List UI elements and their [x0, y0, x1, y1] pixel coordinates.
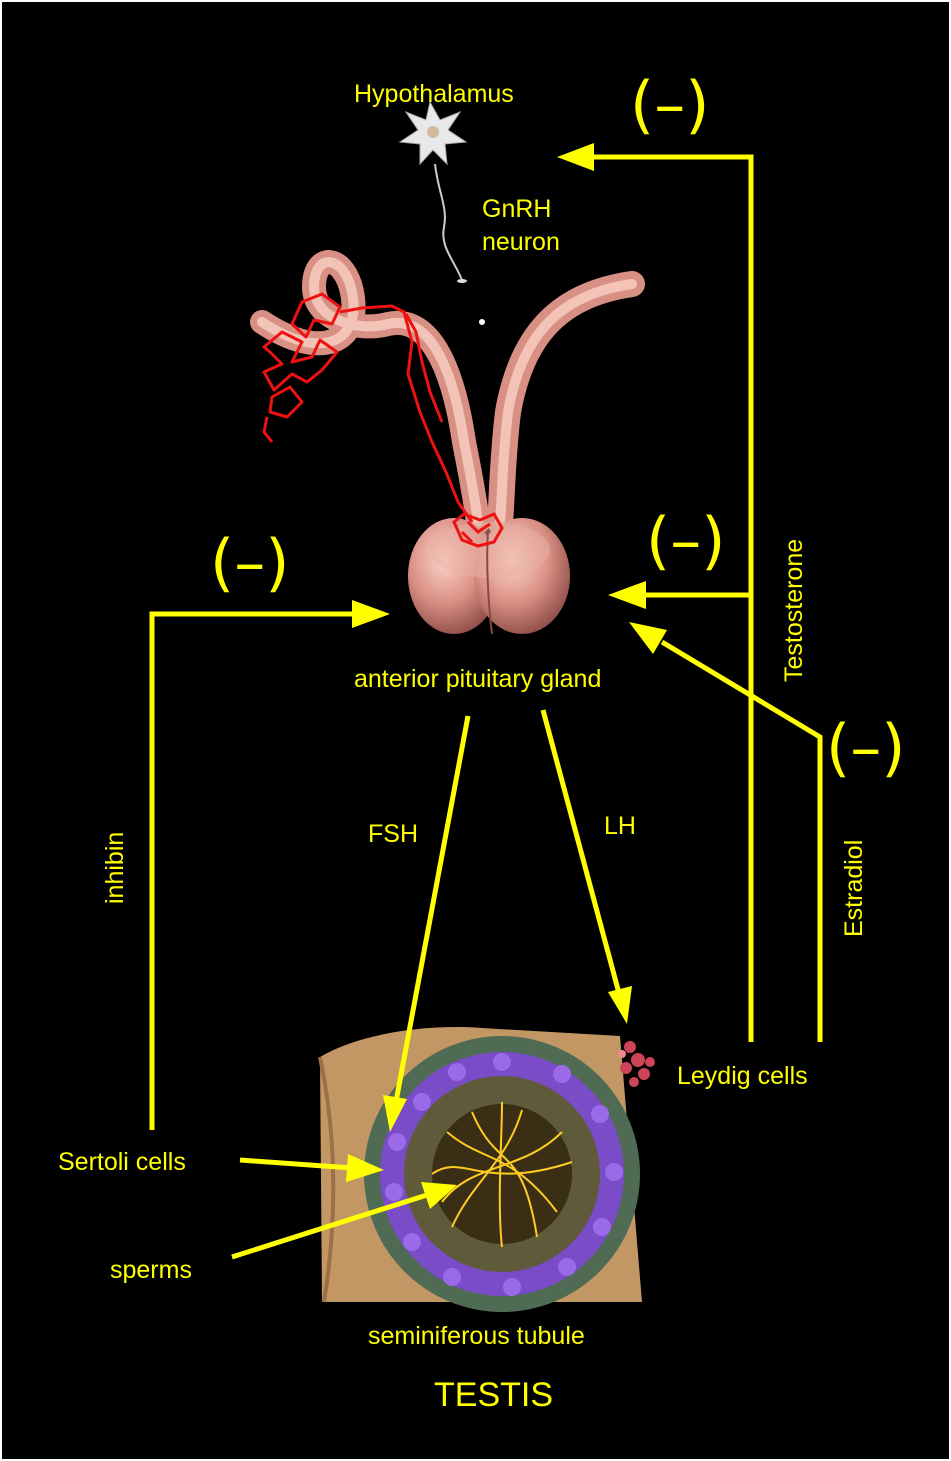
pituitary-label: anterior pituitary gland — [354, 667, 601, 692]
lh-arrow — [543, 710, 620, 997]
fsh-label: FSH — [368, 822, 418, 847]
hypothalamus-label: Hypothalamus — [354, 82, 514, 107]
estradiol-to-pituitary-arrow — [662, 642, 820, 1042]
neuron-star-icon — [400, 102, 485, 325]
arrowhead-pituitary-testosterone — [608, 581, 646, 609]
tubule-label: seminiferous tubule — [368, 1324, 585, 1349]
arrowhead-hypothalamus — [557, 143, 594, 171]
pituitary-gland-illustration — [408, 514, 570, 634]
inhibin-label: inhibin — [103, 832, 128, 904]
arrowhead-pituitary-inhibin — [352, 600, 390, 628]
estradiol-label: Estradiol — [842, 840, 867, 937]
gnrh-label-line1: GnRH — [482, 197, 551, 222]
testis-title: TESTIS — [434, 1378, 553, 1412]
testosterone-label: Testosterone — [782, 539, 807, 682]
neg-feedback-testosterone: (–) — [646, 510, 725, 572]
portal-vessel-illustration — [262, 262, 632, 522]
arrowhead-lh — [608, 986, 632, 1024]
neg-feedback-inhibin: (–) — [210, 532, 289, 594]
inhibin-to-pituitary-arrow — [152, 614, 354, 1130]
sertoli-label: Sertoli cells — [58, 1150, 186, 1175]
neg-feedback-hypothalamus: (–) — [630, 74, 709, 136]
neg-feedback-estradiol: (–) — [826, 717, 905, 779]
leydig-label: Leydig cells — [677, 1064, 808, 1089]
sperms-label: sperms — [110, 1258, 192, 1283]
lh-label: LH — [604, 814, 636, 839]
arrowhead-pituitary-estradiol — [629, 622, 667, 654]
gnrh-label-line2: neuron — [482, 230, 560, 255]
